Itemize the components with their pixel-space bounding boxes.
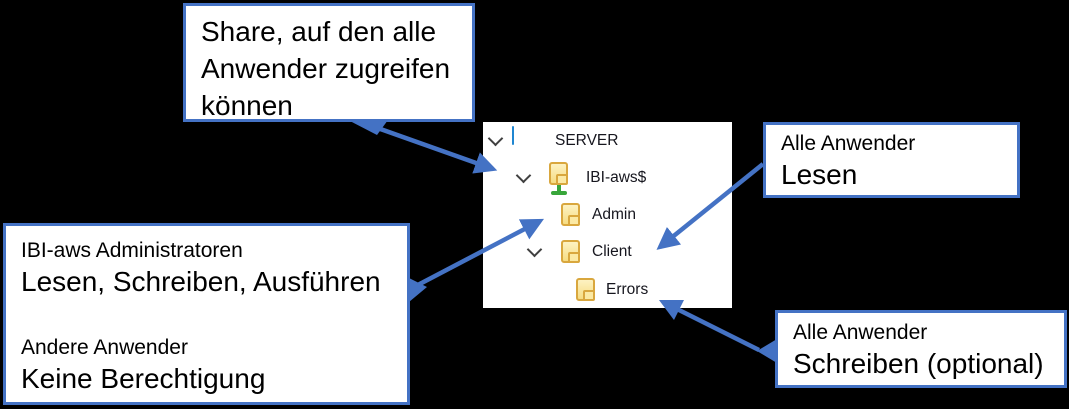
tree-item-label: Errors	[606, 280, 649, 298]
explorer-tree-panel: SERVER IBI-aws$ Admin Client Errors	[483, 122, 732, 308]
shared-folder-icon	[547, 162, 571, 195]
tree-item-label: SERVER	[555, 131, 619, 149]
tree-item-label: IBI-aws$	[586, 168, 647, 186]
callout-admin-tail	[409, 278, 427, 302]
chevron-down-icon[interactable]	[515, 167, 532, 184]
callout-admin-permissions: IBI-aws Administratoren Lesen, Schreiben…	[3, 223, 410, 405]
callout-errors-tail	[757, 339, 777, 363]
tree-item-server[interactable]: SERVER	[483, 122, 732, 159]
tree-item-label: Admin	[592, 205, 636, 223]
callout-admin-group-2: Andere Anwender	[21, 336, 188, 359]
folder-icon	[561, 203, 580, 226]
computer-icon	[512, 126, 542, 154]
callout-errors-group: Alle Anwender	[793, 321, 928, 344]
tree-item-admin[interactable]: Admin	[483, 196, 732, 233]
callout-share-line: Share, auf den alle	[201, 16, 437, 47]
callout-client-permission: Lesen	[781, 159, 858, 190]
arrow-share-to-ibiaws	[371, 123, 498, 174]
tree-item-errors[interactable]: Errors	[483, 271, 732, 308]
callout-share: Share, auf den alle Anwender zugreifen k…	[183, 3, 475, 122]
folder-icon	[561, 240, 580, 263]
folder-icon	[576, 278, 595, 301]
arrow-schreiben-to-errors	[658, 299, 761, 353]
callout-errors-permission: Schreiben (optional)	[793, 348, 1044, 379]
tree-item-client[interactable]: Client	[483, 233, 732, 270]
callout-client-permissions: Alle Anwender Lesen	[763, 122, 1020, 198]
spacer	[21, 299, 399, 334]
callout-errors-permissions: Alle Anwender Schreiben (optional)	[775, 310, 1067, 388]
callout-client-group: Alle Anwender	[781, 132, 916, 155]
chevron-down-icon[interactable]	[487, 130, 504, 147]
callout-admin-group-1: IBI-aws Administratoren	[21, 239, 243, 262]
tree-item-ibi-aws-share[interactable]: IBI-aws$	[483, 159, 732, 196]
callout-admin-permission-1: Lesen, Schreiben, Ausführen	[21, 266, 381, 297]
callout-admin-permission-2: Keine Berechtigung	[21, 363, 266, 394]
chevron-down-icon[interactable]	[526, 241, 543, 258]
callout-share-line: können	[201, 90, 293, 121]
callout-share-line: Anwender zugreifen	[201, 53, 451, 84]
tree-item-label: Client	[592, 242, 632, 260]
